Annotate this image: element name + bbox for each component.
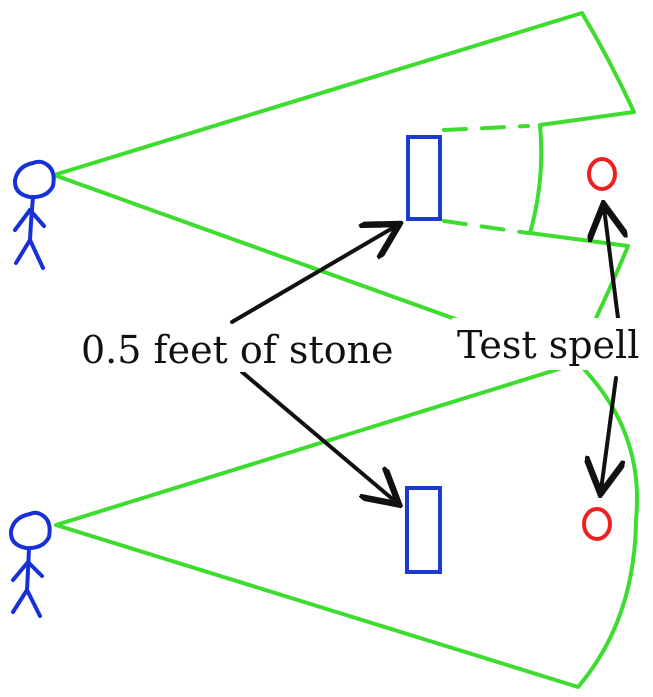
arrow-to-top-target [604,208,618,320]
top-stone-wall-icon [406,135,442,221]
top-caster-figure-icon [12,159,56,270]
bottom-caster-figure-icon [8,510,52,618]
bottom-scenario [8,361,640,689]
arrow-to-top-wall [230,226,396,324]
arrow-to-bottom-target [601,376,616,490]
labels: 0.5 feet of stone Test spell [78,318,646,372]
annotation-arrows [230,208,618,502]
test-spell-label: Test spell [457,323,639,367]
top-test-spell-target-icon [587,157,617,191]
stone-thickness-label: 0.5 feet of stone [81,328,394,372]
bottom-test-spell-target-icon [582,507,612,541]
arrow-to-bottom-wall [240,370,396,502]
bottom-stone-wall-icon [405,486,442,574]
top-scenario [12,11,636,364]
top-spell-cone [52,11,636,364]
bottom-spell-cone [54,361,640,689]
